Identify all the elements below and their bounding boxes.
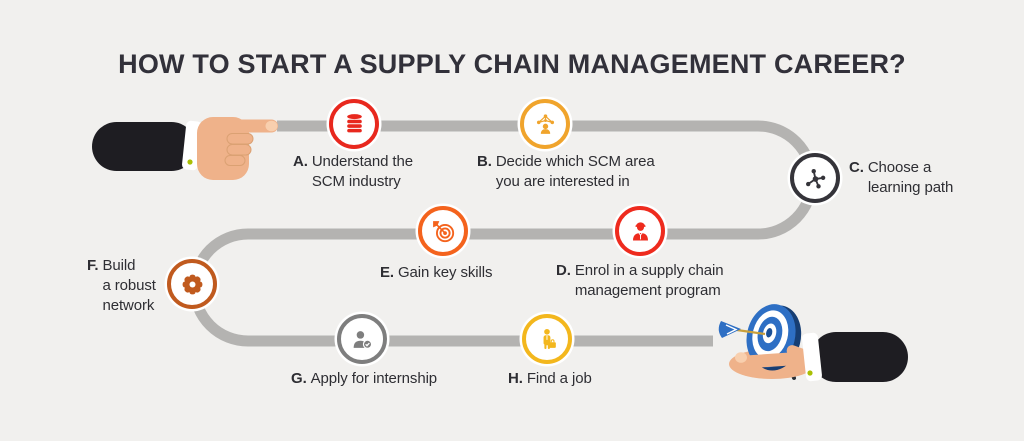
left-sleeve <box>92 122 196 171</box>
step-letter-b: B. <box>477 153 492 170</box>
step-letter-a: A. <box>293 153 308 170</box>
step-label-h: H. Find a job <box>508 369 592 389</box>
step-node-b <box>520 99 570 149</box>
step-letter-c: C. <box>849 159 864 176</box>
step-label-d: D. Enrol in a supply chain management pr… <box>556 261 724 301</box>
step-text-c: Choose a learning path <box>867 159 954 196</box>
dart <box>718 321 766 338</box>
flow-path <box>189 120 818 347</box>
step-node-h <box>522 314 572 364</box>
step-node-f <box>167 259 217 309</box>
step-text-b: Decide which SCM area you are interested… <box>495 153 655 190</box>
right-cuff <box>802 332 822 382</box>
person-check-icon <box>353 330 372 349</box>
step-text-g: Apply for internship <box>310 370 438 387</box>
step-text-e: Gain key skills <box>397 264 493 281</box>
page-title: HOW TO START A SUPPLY CHAIN MANAGEMENT C… <box>118 49 906 79</box>
step-label-a: A. Understand the SCM industry <box>293 152 413 192</box>
step-label-e: E. Gain key skills <box>380 263 492 283</box>
step-letter-d: D. <box>556 262 571 279</box>
step-label-g: G. Apply for internship <box>291 369 437 389</box>
molecule-icon <box>805 168 825 188</box>
step-node-e <box>418 206 468 256</box>
step-node-d <box>615 206 665 256</box>
step-letter-f: F. <box>87 257 99 274</box>
pointing-hand <box>92 117 278 180</box>
left-hand-shape <box>197 117 278 180</box>
open-hand-with-target <box>718 304 908 382</box>
fingertip-highlight <box>265 120 278 132</box>
step-letter-e: E. <box>380 264 394 281</box>
step-node-c <box>790 153 840 203</box>
step-text-h: Find a job <box>526 370 592 387</box>
worker-person-icon <box>632 221 648 240</box>
network-person-icon <box>536 113 554 134</box>
step-letter-h: H. <box>508 370 523 387</box>
step-label-c: C. Choose a learning path <box>849 158 953 198</box>
step-node-g <box>337 314 387 364</box>
thumbtip-highlight <box>735 352 747 363</box>
step-text-d: Enrol in a supply chain management progr… <box>574 262 724 299</box>
right-cufflink <box>807 370 813 376</box>
person-briefcase-icon <box>543 328 556 349</box>
gear-icon <box>182 274 202 294</box>
step-label-f: F. Build a robust network <box>87 256 156 316</box>
step-node-a <box>329 99 379 149</box>
step-letter-g: G. <box>291 370 307 387</box>
step-text-f: Build a robust network <box>102 257 156 314</box>
left-cufflink <box>187 159 193 165</box>
right-sleeve <box>811 332 908 382</box>
step-label-b: B. Decide which SCM area you are interes… <box>477 152 655 192</box>
step-text-a: Understand the SCM industry <box>311 153 413 190</box>
database-icon <box>346 113 362 132</box>
dart-target-icon <box>432 220 454 242</box>
